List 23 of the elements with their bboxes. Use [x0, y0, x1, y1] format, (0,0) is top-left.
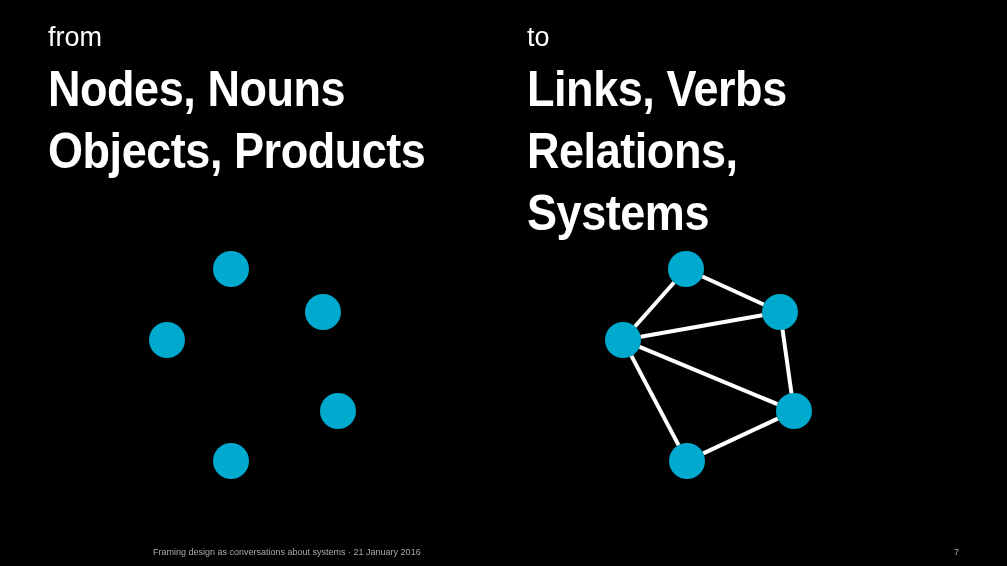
connector-line [640, 313, 763, 339]
footer-text: Framing design as conversations about systems · 21 January 2016 [153, 547, 421, 557]
node-circle [762, 294, 798, 330]
connector-line [633, 281, 676, 328]
node-circle [605, 322, 641, 358]
heading: Links, Verbs Relations, Systems [527, 60, 788, 243]
connector-line [638, 345, 779, 406]
node-circle [320, 393, 356, 429]
node-circle [213, 443, 249, 479]
heading: Nodes, Nouns Objects, Products [48, 60, 427, 181]
node-circle [669, 443, 705, 479]
node-circle [149, 322, 185, 358]
connector-line [702, 416, 779, 456]
heading-prefix: from [48, 22, 102, 53]
heading-prefix: to [527, 22, 550, 53]
page-number: 7 [954, 547, 959, 557]
connector-line [629, 354, 681, 447]
connector-line [780, 329, 794, 394]
connector-line [701, 274, 765, 307]
node-circle [305, 294, 341, 330]
node-circle [668, 251, 704, 287]
node-circle [213, 251, 249, 287]
node-circle [776, 393, 812, 429]
